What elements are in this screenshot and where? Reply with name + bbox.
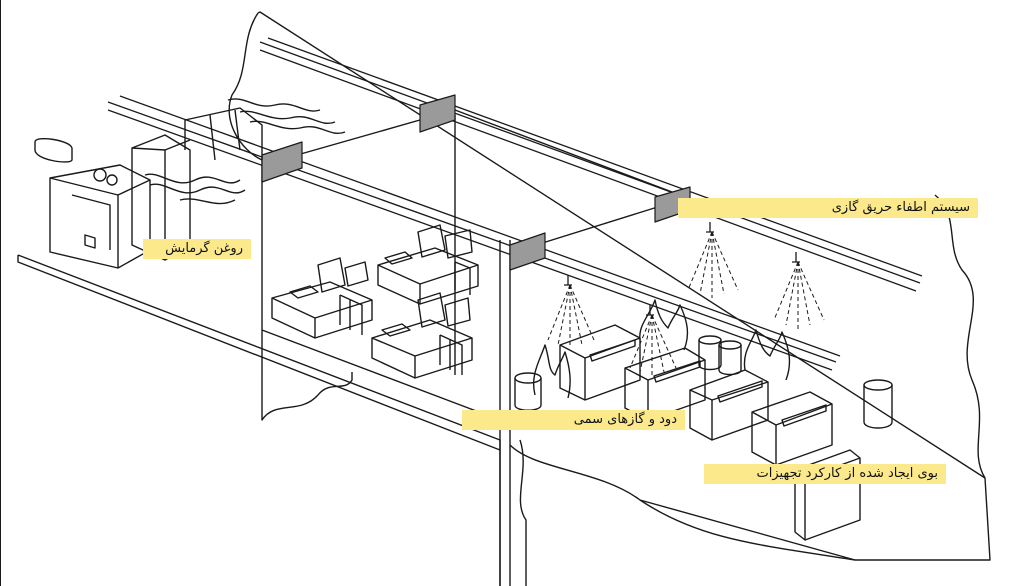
sprinkler-sprays xyxy=(547,231,825,375)
label-heating-oil: روغن گرمایش xyxy=(143,239,251,259)
fire-flames xyxy=(533,299,791,399)
sprinkler-heads xyxy=(564,222,800,316)
server-cabinets xyxy=(559,324,861,541)
duct-junctions xyxy=(261,94,691,271)
label-equipment-odor: بوی ایجاد شده از کارکرد تجهیزات xyxy=(704,464,946,484)
label-gas-fire-suppression: سیستم اطفاء حریق گازی xyxy=(678,198,978,218)
hazard-barrels xyxy=(514,335,893,429)
sprinkler-pipes xyxy=(107,37,923,371)
building-shell xyxy=(0,0,991,586)
office-desks xyxy=(271,224,479,379)
label-smoke-toxic-gases: دود و گازهای سمی xyxy=(462,410,685,430)
